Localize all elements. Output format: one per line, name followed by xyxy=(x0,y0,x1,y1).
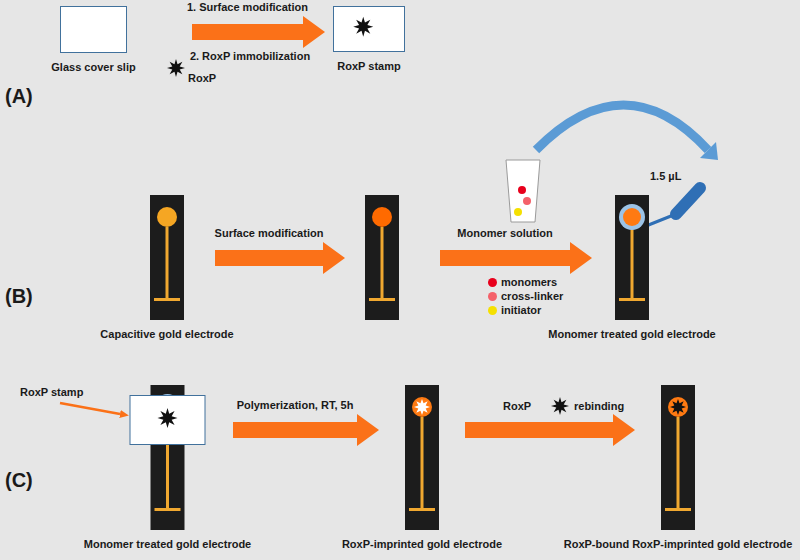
roxp-star xyxy=(670,399,686,415)
arrow-label: 1. Surface modification xyxy=(187,1,308,14)
node-caption: Monomer treated gold electrode xyxy=(548,328,715,341)
node-caption: RoxP stamp xyxy=(337,60,400,73)
node-drawing xyxy=(387,385,457,530)
node-drawing xyxy=(132,195,202,320)
step-label: RoxP xyxy=(503,400,531,413)
star-group xyxy=(167,59,569,415)
node-caption: Capacitive gold electrode xyxy=(100,328,233,341)
cover-slip-node: Glass cover slip xyxy=(60,6,127,53)
step-label: rebinding xyxy=(574,400,624,413)
volume-label: 1.5 µL xyxy=(650,170,681,183)
electrode-contact xyxy=(665,508,691,511)
electrode-pad xyxy=(157,207,177,227)
node-drawing xyxy=(110,385,225,530)
electrode-body xyxy=(661,385,695,530)
electrode-body xyxy=(615,195,649,320)
step-label: Monomer solution xyxy=(457,227,552,240)
roxp-star xyxy=(353,17,373,37)
electrode-contact xyxy=(409,508,435,511)
electrode-body xyxy=(365,195,399,320)
cross-linker-dot xyxy=(523,197,531,205)
tube xyxy=(506,160,540,222)
pipette-tip xyxy=(646,214,676,226)
node-drawing xyxy=(60,6,127,53)
roxp-star xyxy=(414,399,430,415)
process-arrow xyxy=(233,422,357,438)
arrow-label: Polymerization, RT, 5h xyxy=(237,399,354,412)
electrode-lead xyxy=(381,227,384,298)
electrode-node: Monomer treated gold electrode xyxy=(110,385,225,530)
node-caption: RoxP-bound RoxP-imprinted gold electrode xyxy=(564,538,793,551)
electrode-contact xyxy=(619,298,645,301)
electrode-body xyxy=(150,195,184,320)
cover-slip xyxy=(130,396,205,445)
electrode-pad xyxy=(372,207,392,227)
step-label: RoxP xyxy=(188,72,216,85)
panel-label: (B) xyxy=(5,284,33,308)
electrode-node: Monomer treated gold electrode xyxy=(597,195,667,320)
legend-swatch xyxy=(488,306,497,315)
monomer-dot xyxy=(518,186,526,194)
electrode-lead xyxy=(631,227,634,298)
process-arrow xyxy=(192,24,303,40)
node-drawing xyxy=(333,6,405,52)
cover-slip xyxy=(334,7,405,52)
transfer-arrow xyxy=(536,105,708,150)
step-label: 2. RoxP immobilization xyxy=(190,50,310,63)
electrode-node: RoxP-bound RoxP-imprinted gold electrode xyxy=(643,385,713,530)
electrode-node: RoxP-imprinted gold electrode xyxy=(387,385,457,530)
polymer-layer xyxy=(619,204,645,230)
legend-swatch xyxy=(488,292,497,301)
panel-label: (A) xyxy=(5,84,33,108)
callout-label: RoxP stamp xyxy=(20,386,83,399)
electrode-contact xyxy=(154,298,180,301)
electrode-pad xyxy=(412,397,432,417)
roxp-star xyxy=(551,397,569,415)
node-caption: Glass cover slip xyxy=(51,61,135,74)
process-arrow xyxy=(215,242,345,274)
legend-text: cross-linker xyxy=(501,290,563,303)
electrode-contact xyxy=(369,298,395,301)
electrode-pad xyxy=(623,208,641,226)
panel-label: (C) xyxy=(5,468,33,492)
node-drawing xyxy=(643,385,713,530)
node-caption: Monomer treated gold electrode xyxy=(84,538,251,551)
process-arrow xyxy=(440,242,592,274)
roxp-star xyxy=(158,408,178,428)
electrode-lead xyxy=(677,417,680,508)
legend-swatch xyxy=(488,278,497,287)
process-arrow xyxy=(465,422,613,438)
electrode-node: Capacitive gold electrode xyxy=(132,195,202,320)
legend-text: initiator xyxy=(501,304,541,317)
electrode-lead xyxy=(166,227,169,298)
step-label: Surface modification xyxy=(215,227,324,240)
transfer-arrowhead xyxy=(700,142,718,160)
cover-slip xyxy=(61,7,127,53)
electrode-pad xyxy=(668,397,688,417)
electrode-lead xyxy=(421,417,424,508)
roxp-star xyxy=(167,59,185,77)
legend-text: monomers xyxy=(501,276,557,289)
node-drawing xyxy=(597,195,667,320)
pipette-body xyxy=(676,188,700,214)
stamp-node: RoxP stamp xyxy=(333,6,405,52)
initiator-dot xyxy=(514,208,522,216)
node-caption: RoxP-imprinted gold electrode xyxy=(342,538,502,551)
leader-line xyxy=(60,403,120,414)
electrode-body xyxy=(405,385,439,530)
electrode-contact xyxy=(155,508,181,511)
